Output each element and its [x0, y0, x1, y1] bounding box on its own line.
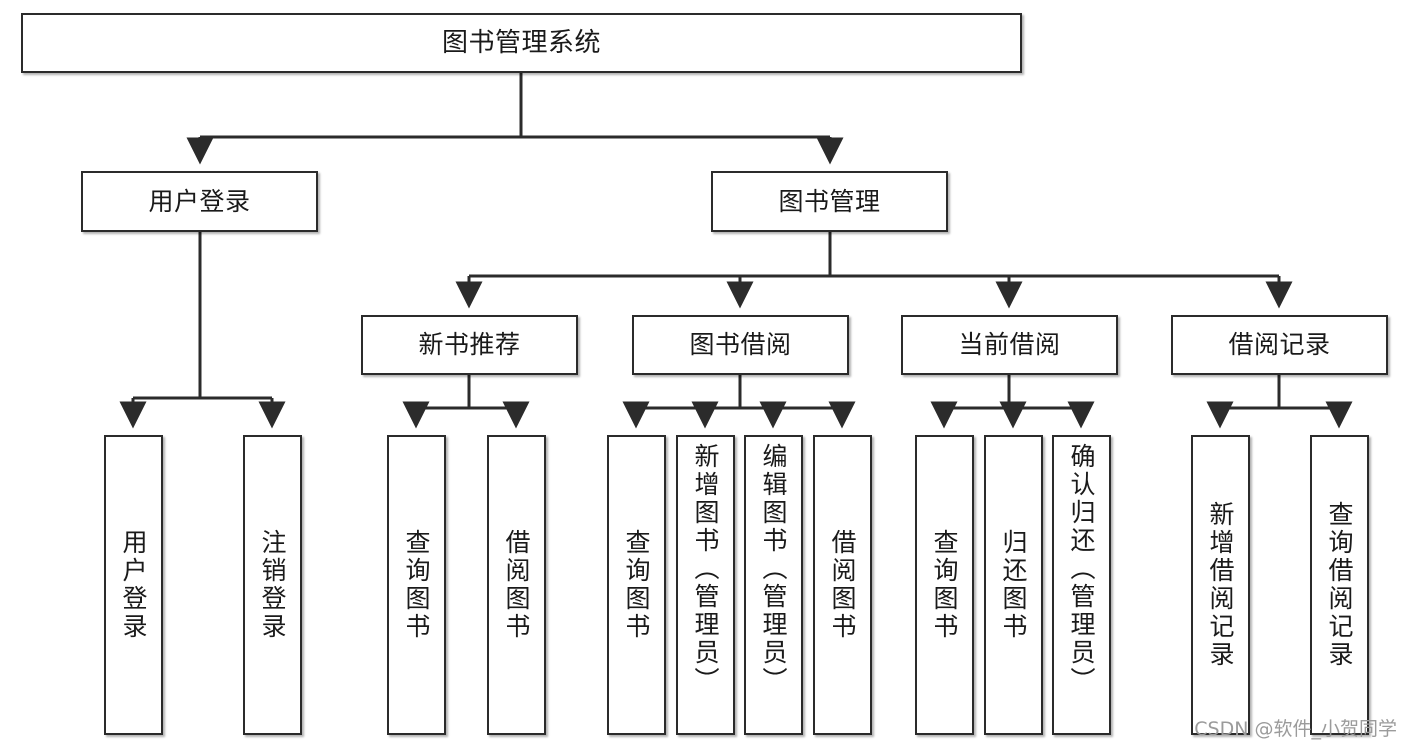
node-root-label: 图书管理系统	[441, 27, 601, 58]
node-leaf-confirm-return-admin-label: 确认归还（管理员）	[1067, 443, 1096, 695]
node-current-borrow[interactable]: 当前借阅	[901, 315, 1118, 375]
node-user-login[interactable]: 用户登录	[81, 171, 318, 232]
node-borrow-record[interactable]: 借阅记录	[1171, 315, 1388, 375]
node-leaf-return-book-label: 归还图书	[999, 529, 1028, 641]
node-leaf-query-book-recommend[interactable]: 查询图书	[387, 435, 446, 735]
node-book-management-label: 图书管理	[778, 186, 881, 216]
node-root[interactable]: 图书管理系统	[21, 13, 1022, 73]
node-leaf-add-borrow-record-label: 新增借阅记录	[1206, 501, 1235, 669]
node-book-management[interactable]: 图书管理	[711, 171, 948, 232]
csdn-watermark: CSDN @软件_小贺同学	[1194, 718, 1397, 740]
node-leaf-user-login-label: 用户登录	[119, 529, 148, 641]
node-leaf-query-book-recommend-label: 查询图书	[402, 529, 431, 641]
node-leaf-return-book[interactable]: 归还图书	[984, 435, 1043, 735]
node-leaf-user-login[interactable]: 用户登录	[104, 435, 163, 735]
node-leaf-query-book-borrow-label: 查询图书	[622, 529, 651, 641]
node-leaf-query-borrow-record-label: 查询借阅记录	[1325, 501, 1354, 669]
node-leaf-add-book-admin-label: 新增图书（管理员）	[691, 443, 720, 695]
node-leaf-query-book-current-label: 查询图书	[930, 529, 959, 641]
node-new-book-recommend-label: 新书推荐	[418, 330, 521, 360]
node-leaf-query-book-borrow[interactable]: 查询图书	[607, 435, 666, 735]
node-new-book-recommend[interactable]: 新书推荐	[361, 315, 578, 375]
node-leaf-confirm-return-admin[interactable]: 确认归还（管理员）	[1052, 435, 1111, 735]
node-borrow-record-label: 借阅记录	[1228, 330, 1331, 360]
node-leaf-add-book-admin[interactable]: 新增图书（管理员）	[676, 435, 735, 735]
node-leaf-borrow-book-recommend-label: 借阅图书	[502, 529, 531, 641]
node-leaf-query-book-current[interactable]: 查询图书	[915, 435, 974, 735]
node-book-borrow[interactable]: 图书借阅	[632, 315, 849, 375]
node-leaf-borrow-book-label: 借阅图书	[828, 529, 857, 641]
node-leaf-borrow-book-recommend[interactable]: 借阅图书	[487, 435, 546, 735]
node-leaf-query-borrow-record[interactable]: 查询借阅记录	[1310, 435, 1369, 735]
node-user-login-label: 用户登录	[148, 186, 251, 216]
node-leaf-logout-label: 注销登录	[258, 529, 287, 641]
node-book-borrow-label: 图书借阅	[689, 330, 792, 360]
node-leaf-borrow-book[interactable]: 借阅图书	[813, 435, 872, 735]
node-leaf-add-borrow-record[interactable]: 新增借阅记录	[1191, 435, 1250, 735]
node-current-borrow-label: 当前借阅	[958, 330, 1061, 360]
node-leaf-edit-book-admin[interactable]: 编辑图书（管理员）	[744, 435, 803, 735]
node-leaf-logout[interactable]: 注销登录	[243, 435, 302, 735]
node-leaf-edit-book-admin-label: 编辑图书（管理员）	[759, 443, 788, 695]
